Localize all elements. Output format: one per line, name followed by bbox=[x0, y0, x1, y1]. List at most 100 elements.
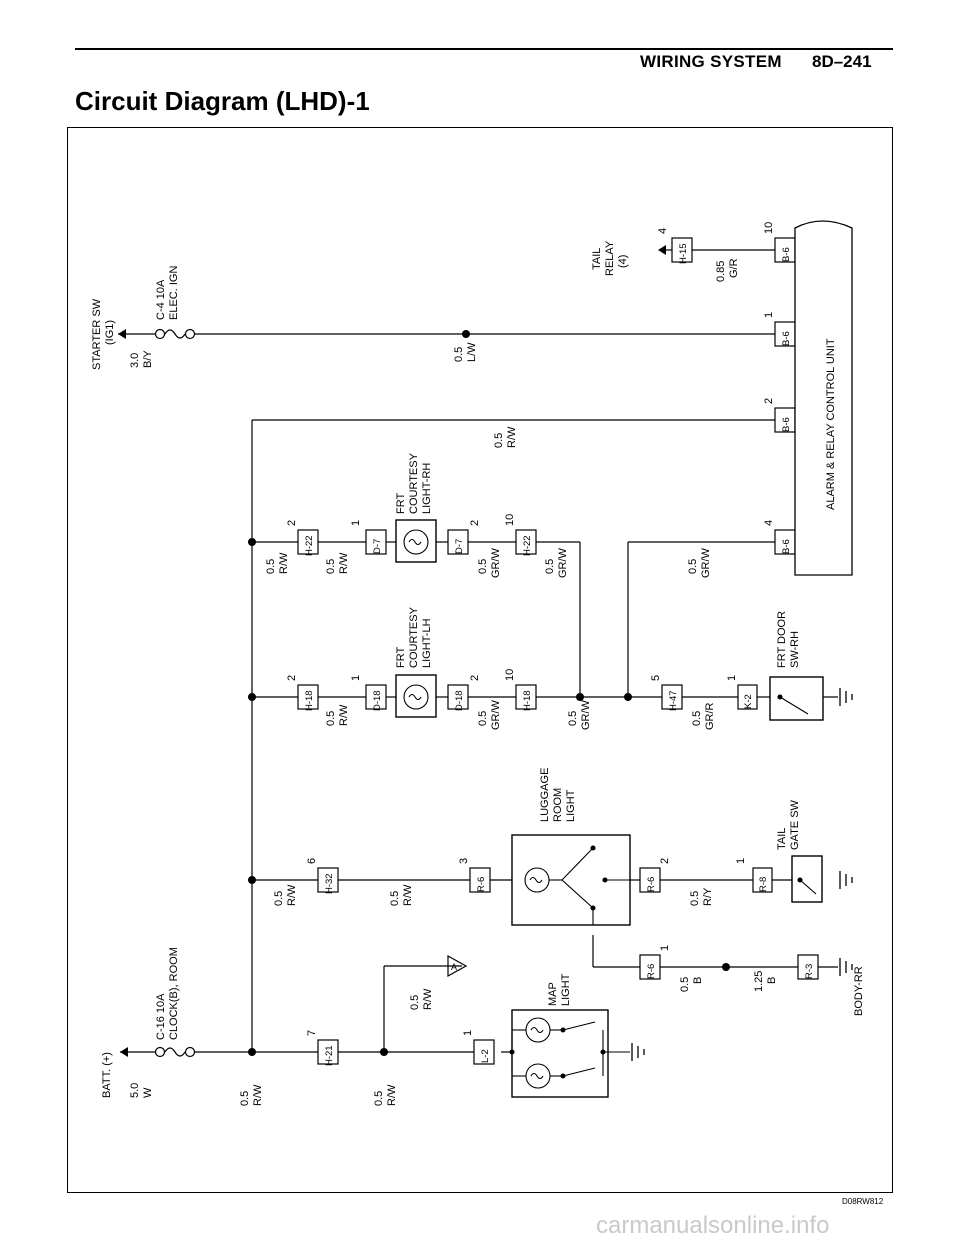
wire-label-size: 0.85 bbox=[715, 261, 727, 282]
wire-label-size: 0.5 bbox=[679, 977, 691, 992]
wire-label-size: 0.5 bbox=[687, 559, 699, 574]
document-title: Circuit Diagram (LHD)-1 bbox=[75, 86, 370, 116]
luggage-light-label: LUGGAGE bbox=[539, 768, 551, 822]
splice-dots bbox=[248, 330, 730, 1056]
starter-label: STARTER SW bbox=[91, 298, 103, 370]
pin-number: 10 bbox=[504, 514, 516, 526]
pin-number: 4 bbox=[763, 520, 775, 526]
footer-watermark: carmanualsonline.info bbox=[596, 1212, 830, 1239]
pin-number: 1 bbox=[735, 858, 747, 864]
connector-id: H-47 bbox=[668, 690, 679, 711]
tail-relay-label-3: (4) bbox=[617, 255, 629, 268]
wire-label-size: 0.5 bbox=[325, 711, 337, 726]
control-unit-box bbox=[794, 220, 853, 576]
switch-icons bbox=[777, 694, 817, 895]
tail-gate-sw-label: TAIL bbox=[776, 828, 788, 850]
pin-number: 1 bbox=[462, 1030, 474, 1036]
batt-wire-size: 5.0 bbox=[129, 1083, 141, 1098]
connector-id: H-15 bbox=[678, 243, 689, 264]
wire-label-color: R/W bbox=[338, 704, 350, 726]
starter-label-2: (IG1) bbox=[104, 320, 116, 345]
pin-number: 2 bbox=[469, 520, 481, 526]
batt-label: BATT. (+) bbox=[101, 1052, 113, 1098]
wire-label-size: 0.5 bbox=[273, 891, 285, 906]
pin-number: 1 bbox=[763, 312, 775, 318]
body-rr-label: BODY-RR bbox=[853, 966, 865, 1016]
wire-label-color: G/R bbox=[728, 258, 740, 278]
connector-id: R-6 bbox=[646, 877, 657, 892]
page-number: 8D–241 bbox=[812, 52, 872, 71]
tail-relay-label-2: RELAY bbox=[604, 240, 616, 276]
wire-label-color: GR/W bbox=[700, 547, 712, 578]
connector-id: D-18 bbox=[372, 690, 383, 711]
wire-label-color: R/W bbox=[286, 884, 298, 906]
connector-id: H-32 bbox=[324, 873, 335, 894]
wire-label-size: 0.5 bbox=[691, 711, 703, 726]
fuse-c16-label: C-16 10A bbox=[155, 993, 167, 1040]
connector-id: R-8 bbox=[758, 877, 769, 892]
wire-label-size: 0.5 bbox=[453, 347, 465, 362]
pin-number: 2 bbox=[286, 520, 298, 526]
connector-id: B-6 bbox=[781, 539, 792, 554]
wire-label-size: 0.5 bbox=[477, 711, 489, 726]
fuse-icons bbox=[154, 328, 196, 1058]
wire-label-color: B bbox=[692, 977, 704, 984]
circuit-diagram: BATT. (+) C-16 10A CLOCK(B), ROOM 5.0 W … bbox=[91, 220, 865, 1106]
pin-number: 1 bbox=[659, 945, 671, 951]
ref-a-label: A bbox=[451, 962, 457, 972]
control-unit-label: ALARM & RELAY CONTROL UNIT bbox=[825, 338, 837, 510]
connector-id: R-6 bbox=[646, 964, 657, 979]
wire-label-color: GR/R bbox=[704, 702, 716, 730]
tail-relay-label: TAIL bbox=[591, 248, 603, 270]
wire-label-size: 0.5 bbox=[265, 559, 277, 574]
courtesy-lh-label-3: LIGHT-LH bbox=[421, 618, 433, 668]
wire-label-size: 0.5 bbox=[477, 559, 489, 574]
section-title: WIRING SYSTEM bbox=[640, 52, 782, 71]
connector-id: H-18 bbox=[304, 690, 315, 711]
pin-number: 2 bbox=[763, 398, 775, 404]
wires bbox=[118, 249, 838, 1053]
pin-number: 1 bbox=[350, 675, 362, 681]
wire-label-size: 0.5 bbox=[493, 433, 505, 448]
pin-number: 10 bbox=[763, 222, 775, 234]
connector-id: B-6 bbox=[781, 331, 792, 346]
connector-id: H-21 bbox=[324, 1045, 335, 1066]
connector-id: R-6 bbox=[476, 877, 487, 892]
wire-label-color: R/W bbox=[338, 552, 350, 574]
wire-label-color: L/W bbox=[466, 342, 478, 362]
connector-id: H-22 bbox=[304, 535, 315, 556]
wire-label-color: R/W bbox=[422, 988, 434, 1010]
pin-number: 1 bbox=[350, 520, 362, 526]
luggage-light-label-2: ROOM bbox=[552, 788, 564, 822]
tail-gate-sw-label-2: GATE SW bbox=[789, 799, 801, 850]
pin-number: 10 bbox=[504, 669, 516, 681]
wire-label-color: R/W bbox=[278, 552, 290, 574]
connector-id: D-7 bbox=[454, 539, 465, 554]
luggage-light-icon bbox=[524, 845, 630, 925]
wire-label-color: R/W bbox=[252, 1084, 264, 1106]
connector-id: L-2 bbox=[480, 1049, 491, 1063]
wire-label-size: 0.5 bbox=[325, 559, 337, 574]
pin-number: 1 bbox=[726, 675, 738, 681]
courtesy-rh-label-3: LIGHT-RH bbox=[421, 463, 433, 514]
courtesy-lh-label-2: COURTESY bbox=[408, 606, 420, 668]
connector-boxes bbox=[297, 237, 819, 1065]
courtesy-rh-label-2: COURTESY bbox=[408, 452, 420, 514]
diagram-frame bbox=[67, 127, 893, 1193]
wire-label-size: 0.5 bbox=[689, 891, 701, 906]
wire-label-size: 0.5 bbox=[544, 559, 556, 574]
map-light-label-2: LIGHT bbox=[560, 973, 572, 1006]
wire-label-color: R/Y bbox=[702, 887, 714, 906]
pin-number: 2 bbox=[286, 675, 298, 681]
frt-door-sw-label: FRT DOOR bbox=[776, 611, 788, 668]
fuse-c16-circuit: CLOCK(B), ROOM bbox=[168, 947, 180, 1040]
fuse-c4-label: C-4 10A bbox=[155, 279, 167, 320]
wire-label-size: 1.25 bbox=[753, 971, 765, 992]
map-light-label: MAP bbox=[547, 982, 559, 1006]
pin-number: 2 bbox=[659, 858, 671, 864]
luggage-light-label-3: LIGHT bbox=[565, 789, 577, 822]
wire-label-color: R/W bbox=[386, 1084, 398, 1106]
drawing-id: D08RW812 bbox=[842, 1197, 884, 1206]
starter-wire-size: 3.0 bbox=[129, 353, 141, 368]
connector-id: D-7 bbox=[372, 539, 383, 554]
